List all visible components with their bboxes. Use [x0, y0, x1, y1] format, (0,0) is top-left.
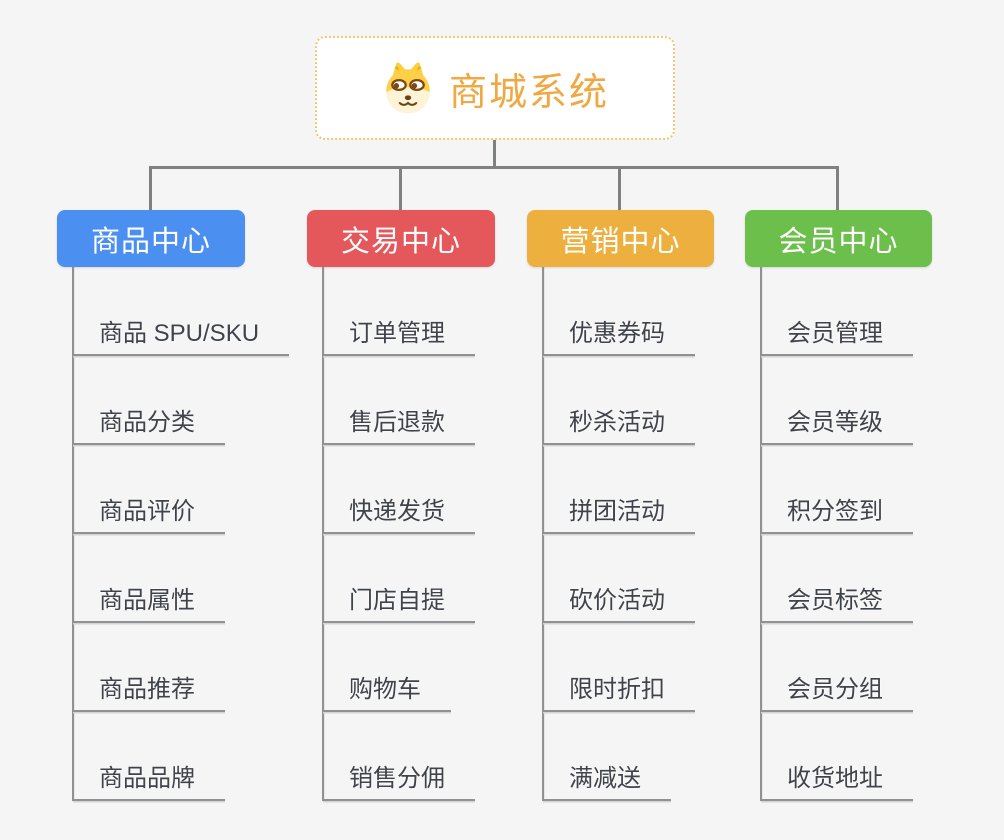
connector-bus	[149, 166, 839, 169]
root-topic[interactable]: 商城系统	[315, 36, 675, 140]
connector-root-stem	[493, 140, 496, 167]
child-topic[interactable]: 门店自提	[323, 580, 475, 623]
child-topic[interactable]: 商品 SPU/SKU	[73, 313, 290, 356]
branch-children: 商品 SPU/SKU 商品分类 商品评价 商品属性 商品推荐 商品品牌	[73, 267, 290, 801]
child-topic[interactable]: 会员管理	[761, 313, 913, 356]
child-topic[interactable]: 拼团活动	[543, 491, 695, 534]
branch-node[interactable]: 会员中心	[745, 210, 932, 267]
child-topic[interactable]: 商品评价	[73, 491, 225, 534]
child-topic[interactable]: 收货地址	[761, 758, 913, 801]
branch-children: 优惠券码 秒杀活动 拼团活动 砍价活动 限时折扣 满减送	[543, 267, 695, 801]
branch-trunk-line	[72, 267, 74, 801]
child-topic[interactable]: 积分签到	[761, 491, 913, 534]
connector-drop-1	[149, 166, 152, 211]
branch-member-center: 会员中心 会员管理 会员等级 积分签到 会员标签 会员分组 收货地址	[745, 210, 932, 801]
branch-trade-center: 交易中心 订单管理 售后退款 快递发货 门店自提 购物车 销售分佣	[307, 210, 495, 801]
child-topic[interactable]: 限时折扣	[543, 669, 695, 712]
branch-marketing-center: 营销中心 优惠券码 秒杀活动 拼团活动 砍价活动 限时折扣 满减送	[527, 210, 714, 801]
branch-trunk-line	[542, 267, 544, 801]
branch-label: 营销中心	[560, 225, 681, 258]
child-topic[interactable]: 商品推荐	[73, 669, 225, 712]
branch-node[interactable]: 交易中心	[307, 210, 495, 267]
child-topic[interactable]: 商品分类	[73, 402, 225, 445]
branch-node[interactable]: 商品中心	[57, 210, 245, 267]
branch-product-center: 商品中心 商品 SPU/SKU 商品分类 商品评价 商品属性 商品推荐 商品品牌	[57, 210, 290, 801]
dog-face-icon	[386, 62, 430, 114]
child-topic[interactable]: 会员等级	[761, 402, 913, 445]
child-topic[interactable]: 优惠券码	[543, 313, 695, 356]
child-topic[interactable]: 售后退款	[323, 402, 475, 445]
branch-label: 会员中心	[778, 225, 899, 258]
root-title: 商城系统	[448, 71, 609, 114]
child-topic[interactable]: 商品属性	[73, 580, 225, 623]
branch-children: 订单管理 售后退款 快递发货 门店自提 购物车 销售分佣	[323, 267, 475, 801]
connector-drop-3	[618, 166, 621, 211]
child-topic[interactable]: 购物车	[323, 669, 451, 712]
branch-trunk-line	[760, 267, 762, 801]
branch-label: 交易中心	[340, 225, 461, 258]
branch-label: 商品中心	[90, 225, 211, 258]
child-topic[interactable]: 秒杀活动	[543, 402, 695, 445]
child-topic[interactable]: 订单管理	[323, 313, 475, 356]
branch-trunk-line	[322, 267, 324, 801]
child-topic[interactable]: 会员分组	[761, 669, 913, 712]
child-topic[interactable]: 销售分佣	[323, 758, 475, 801]
child-topic[interactable]: 会员标签	[761, 580, 913, 623]
child-topic[interactable]: 满减送	[543, 758, 671, 801]
child-topic[interactable]: 商品品牌	[73, 758, 225, 801]
child-topic[interactable]: 砍价活动	[543, 580, 695, 623]
branch-children: 会员管理 会员等级 积分签到 会员标签 会员分组 收货地址	[761, 267, 913, 801]
child-topic[interactable]: 快递发货	[323, 491, 475, 534]
branch-node[interactable]: 营销中心	[527, 210, 714, 267]
connector-drop-2	[399, 166, 402, 211]
connector-drop-4	[836, 166, 839, 211]
